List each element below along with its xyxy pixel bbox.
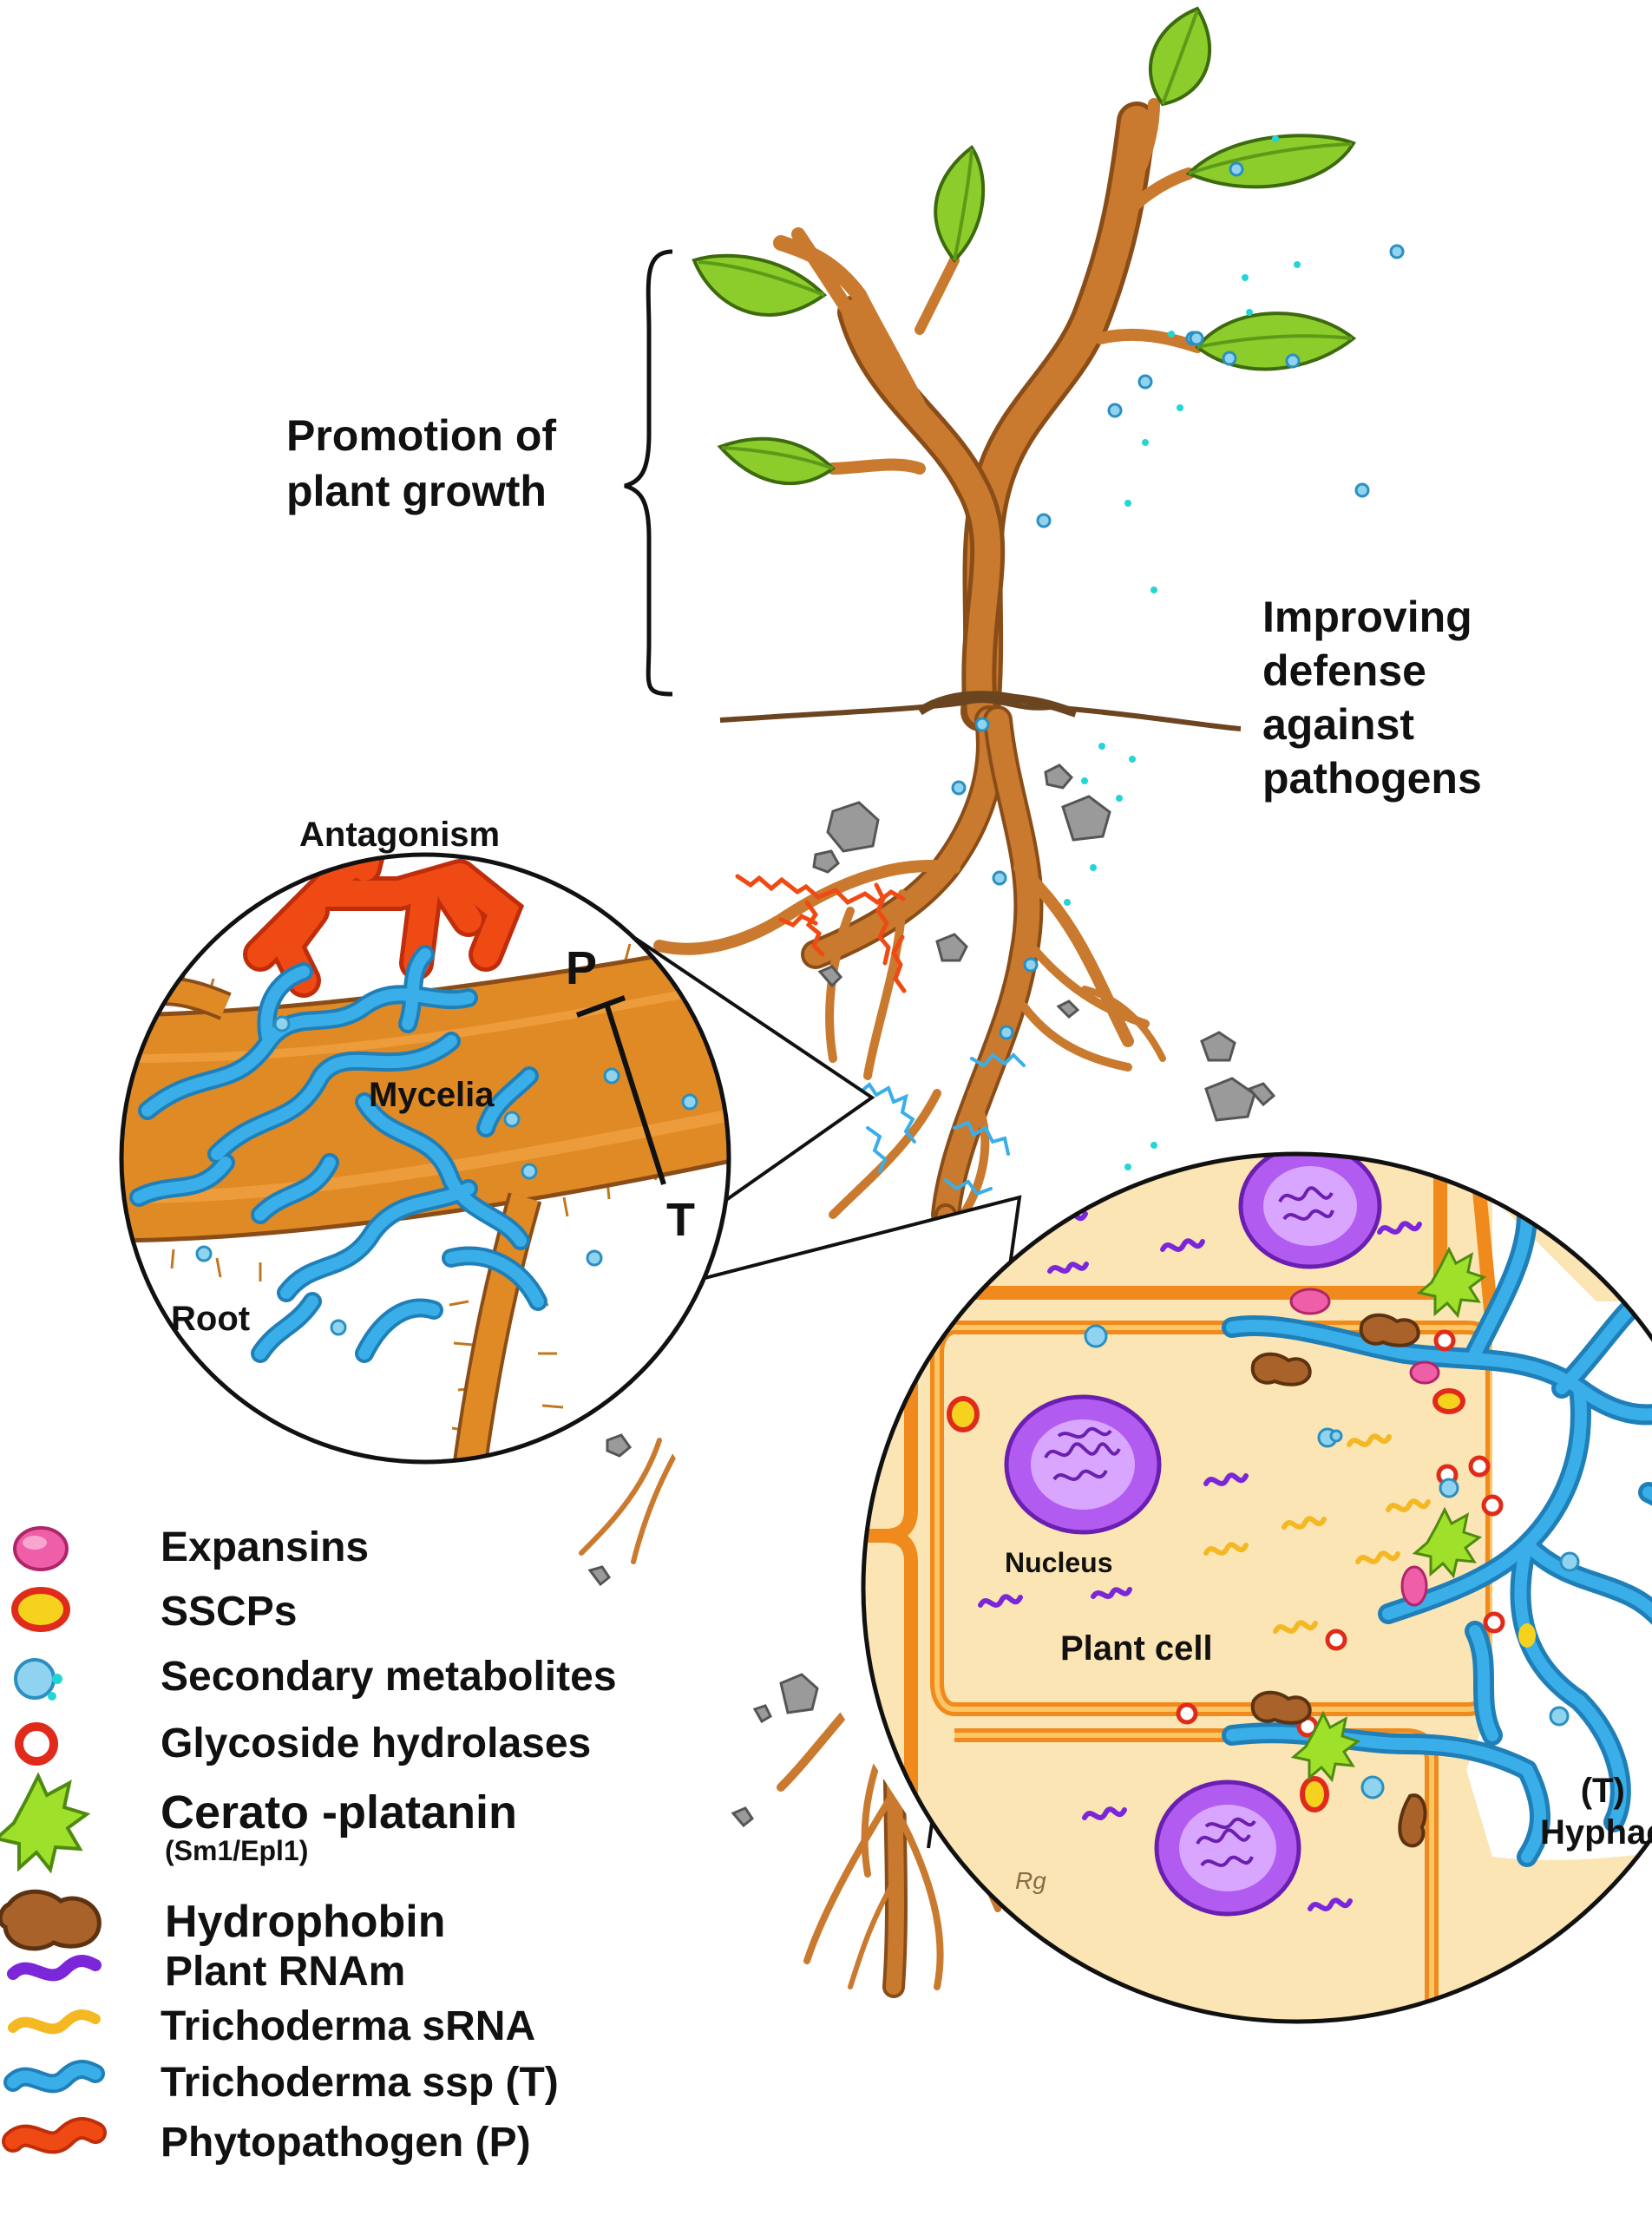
legend-label-plant-rnam: Plant RNAm xyxy=(165,1949,406,1995)
antagonism-label: Antagonism xyxy=(299,816,501,854)
soil-line xyxy=(719,691,1242,731)
hydrophobin-icon xyxy=(0,1889,102,1951)
p-marker: P xyxy=(566,942,598,994)
leaf xyxy=(934,145,986,263)
expansin-icon xyxy=(13,1526,69,1571)
phytopathogen-icon xyxy=(2,2117,107,2154)
plant-leaves xyxy=(692,6,1357,486)
plant-stem xyxy=(773,98,1203,731)
legend-label-glycoside-hydrolases: Glycoside hydrolases xyxy=(161,1721,592,1766)
glycoside-marks xyxy=(1176,1329,1505,1738)
artist-signature: Rg xyxy=(1015,1867,1046,1894)
hyphae-label: (T) Hyphae xyxy=(1540,1772,1652,1852)
t-marker: T xyxy=(666,1194,695,1246)
cerato-platanin-icon xyxy=(0,1772,91,1874)
legend-label-hydrophobin: Hydrophobin xyxy=(165,1897,446,1947)
root-trichoderma xyxy=(857,1052,1026,1196)
growth-brace xyxy=(624,249,673,697)
legend-label-cerato-platanin: Cerato -platanin xyxy=(161,1786,518,1839)
cell-zoom-circle xyxy=(861,1151,1652,2024)
legend-label-phytopathogen: Phytopathogen (P) xyxy=(161,2120,531,2166)
mycelia-label: Mycelia xyxy=(369,1076,495,1114)
expansin-marks xyxy=(1289,1288,1440,1607)
metabolite-marks xyxy=(1084,1324,1580,1799)
root-pathogen xyxy=(735,874,907,993)
legend-label-trichoderma-ssp: Trichoderma ssp (T) xyxy=(161,2060,559,2106)
defense-label: Improving defense against pathogens xyxy=(1262,593,1482,803)
nucleus-label: Nucleus xyxy=(1005,1547,1113,1578)
leaf xyxy=(1185,134,1356,189)
root-zoom-circle xyxy=(119,852,731,1465)
plant-cell-label: Plant cell xyxy=(1060,1629,1213,1668)
sscp-marks xyxy=(947,1388,1465,1812)
promotion-label: Promotion of plant growth xyxy=(286,411,557,515)
legend-label-expansins: Expansins xyxy=(161,1524,370,1570)
secondary-metabolite-icon xyxy=(14,1658,62,1701)
trichoderma-srna-icon xyxy=(8,2009,101,2035)
leaf xyxy=(692,253,828,317)
root-label: Root xyxy=(171,1300,251,1338)
leaf xyxy=(1195,311,1357,371)
trichoderma-ssp-icon xyxy=(3,2060,105,2094)
legend-label-trichoderma-srna: Trichoderma sRNA xyxy=(161,2003,536,2049)
legend-sub-cerato-platanin: (Sm1/Epl1) xyxy=(165,1835,309,1866)
legend-icons xyxy=(0,1526,107,2154)
sscp-icon xyxy=(11,1587,70,1632)
legend-label-secondary-metabolites: Secondary metabolites xyxy=(161,1654,617,1700)
plant-rnam-icon xyxy=(7,1955,102,1982)
legend-label-sscps: SSCPs xyxy=(161,1589,298,1635)
glycoside-hydrolase-icon xyxy=(15,1722,58,1766)
cerato-platanin-marks xyxy=(1290,1246,1487,1783)
hydrophobin-marks xyxy=(1250,1313,1427,1848)
